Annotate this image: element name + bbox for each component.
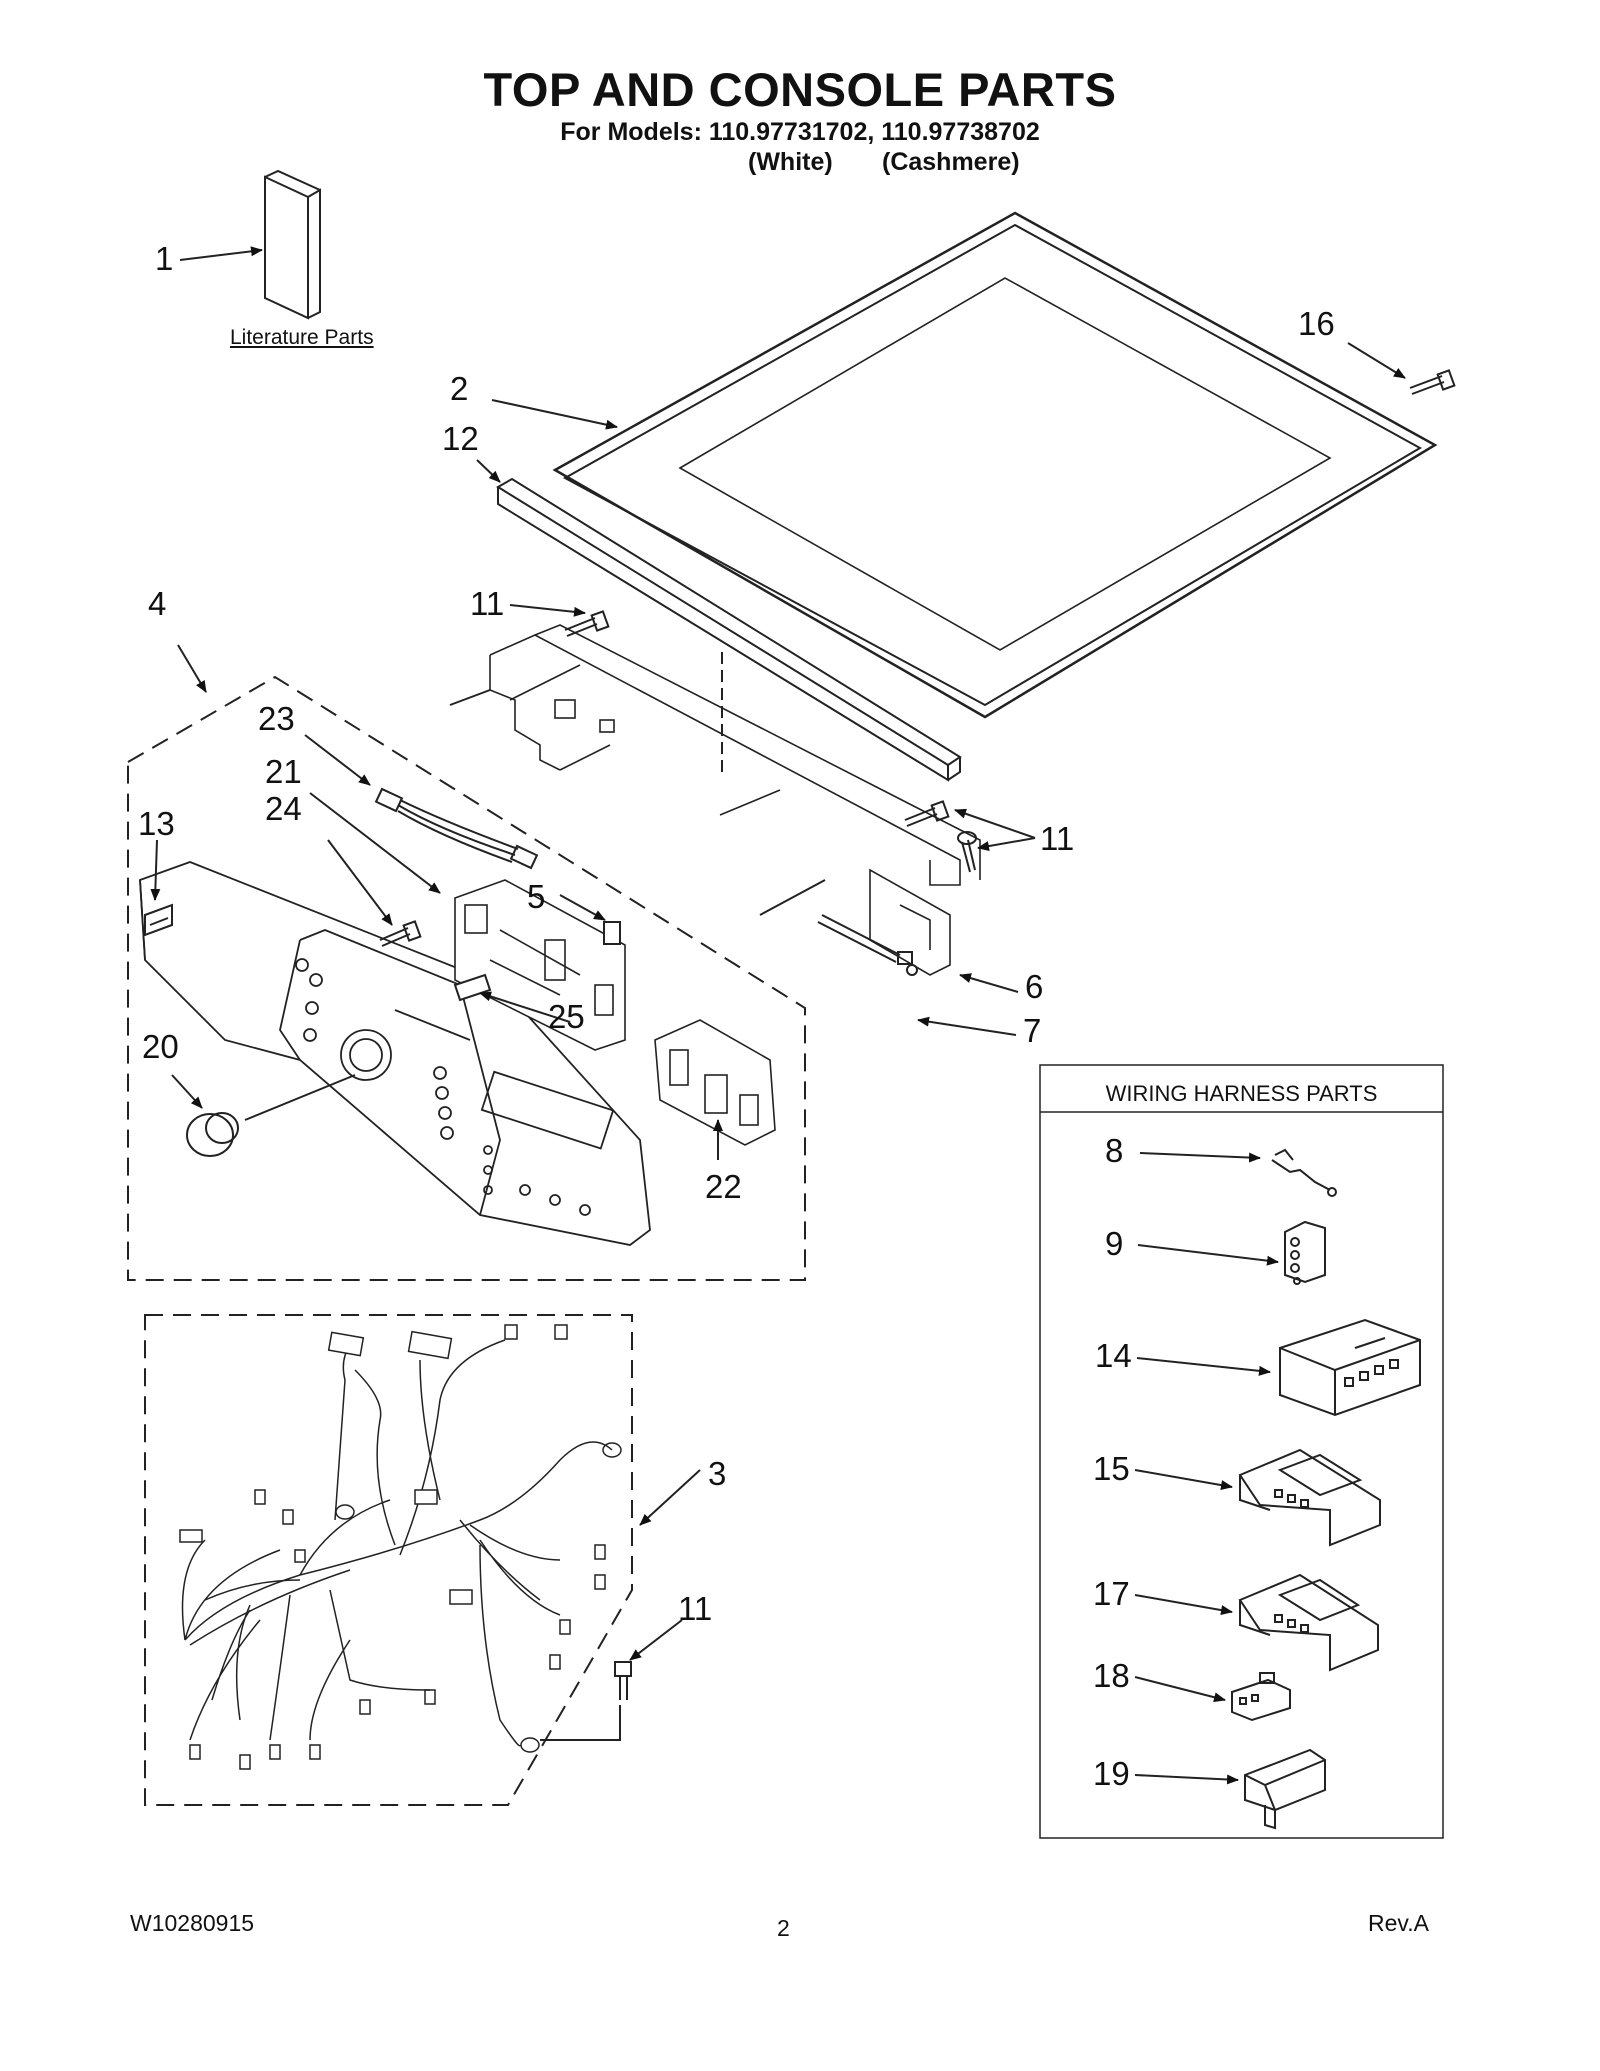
leader-3 [639,1469,701,1526]
leader-14 [1136,1357,1271,1376]
leader-8 [1139,1152,1261,1163]
callout-5: 5 [527,878,546,915]
wiring-box-title: WIRING HARNESS PARTS [1105,1081,1378,1106]
models-line: For Models: 110.97731702, 110.97738702 [560,118,1040,146]
leader-5 [559,894,606,921]
badge-13-part [144,903,173,937]
callout-15: 15 [1093,1450,1130,1487]
leader-13 [150,839,161,901]
light-pipe-25-part [453,973,492,1002]
leader-11-top [509,604,586,617]
leader-15 [1134,1469,1233,1491]
leader-9 [1137,1244,1279,1266]
leader-17 [1134,1594,1233,1616]
switch-5-part [603,921,621,945]
wire-tie-part [817,914,918,976]
leader-11-right-a [954,808,1036,839]
callout-19: 19 [1093,1755,1130,1792]
knob-20-part [186,1112,239,1157]
leader-16 [1347,342,1406,379]
terminal-8-part [1271,1148,1337,1197]
document-number: W10280915 [130,1910,255,1936]
callout-17: 17 [1093,1575,1130,1612]
callout-4: 4 [148,585,167,622]
connector-17-part [1238,1573,1379,1672]
screw-16-part [1409,369,1456,395]
variant-cashmere: (Cashmere) [882,148,1020,176]
screw-11-top-part [564,610,610,637]
connector-14-part [1279,1318,1421,1417]
literature-parts-label: Literature Parts [230,326,374,349]
callout-22: 22 [705,1168,742,1205]
leader-12 [476,459,501,483]
callout-2: 2 [450,370,469,407]
console-assembly-boundary [127,675,806,1281]
leader-20 [171,1074,203,1109]
top-panel-part [552,211,1438,719]
leader-4 [177,644,207,693]
callout-11-lower: 11 [678,1590,713,1627]
console-panel-part [139,861,651,1246]
page-number: 2 [777,1915,790,1941]
leader-23 [304,734,371,786]
leader-21 [309,792,441,894]
leader-2 [491,399,618,430]
callout-8: 8 [1105,1132,1124,1169]
connector-19-part [1244,1748,1326,1830]
callout-24: 24 [265,790,302,827]
harness-23-part [374,787,539,870]
console-bracket-part [489,624,981,976]
control-board-21-part [454,879,626,1051]
callout-25: 25 [548,998,585,1035]
leader-19 [1134,1774,1239,1785]
callout-23: 23 [258,700,295,737]
knob-alignment-line [244,1074,356,1121]
connector-15-part [1238,1448,1381,1547]
page-title: TOP AND CONSOLE PARTS [483,63,1117,116]
callout-16: 16 [1298,305,1335,342]
revision-label: Rev.A [1368,1910,1429,1936]
callout-6: 6 [1025,968,1044,1005]
variant-white: (White) [748,148,833,176]
callout-21: 21 [265,753,302,790]
callout-20: 20 [142,1028,179,1065]
callout-13: 13 [138,805,175,842]
callout-3: 3 [708,1455,727,1492]
leader-18 [1134,1676,1226,1703]
leader-24 [327,839,393,926]
leader-1 [179,246,263,261]
connector-18-part [1231,1672,1291,1722]
callout-14: 14 [1095,1337,1132,1374]
leader-7 [917,1016,1017,1036]
screw-11-right-part [904,800,977,873]
bracket-bottom-line [759,879,826,916]
callout-9: 9 [1105,1225,1124,1262]
bracket-side-line [449,689,491,706]
wiring-harness-box [1039,1064,1444,1839]
gasket-strip-part [496,477,962,782]
literature-booklet-part [264,169,321,320]
leader-25 [479,991,571,1023]
callout-18: 18 [1093,1657,1130,1694]
callout-1: 1 [155,240,174,277]
callout-11-top: 11 [470,585,505,622]
callout-11-right: 11 [1040,820,1075,857]
callout-12: 12 [442,420,479,457]
leader-11-right-b [977,837,1036,852]
main-harness-boundary [144,1314,633,1806]
callout-7: 7 [1023,1012,1042,1049]
ground-connection-line [540,1705,621,1741]
main-harness-part [179,1324,622,1770]
leader-6 [959,973,1019,993]
screw-11-lower-part [614,1661,632,1700]
ui-board-22-part [654,1019,776,1146]
leader-11-lower [629,1619,683,1661]
screw-24-part [379,920,422,947]
connector-9-part [1284,1220,1326,1285]
